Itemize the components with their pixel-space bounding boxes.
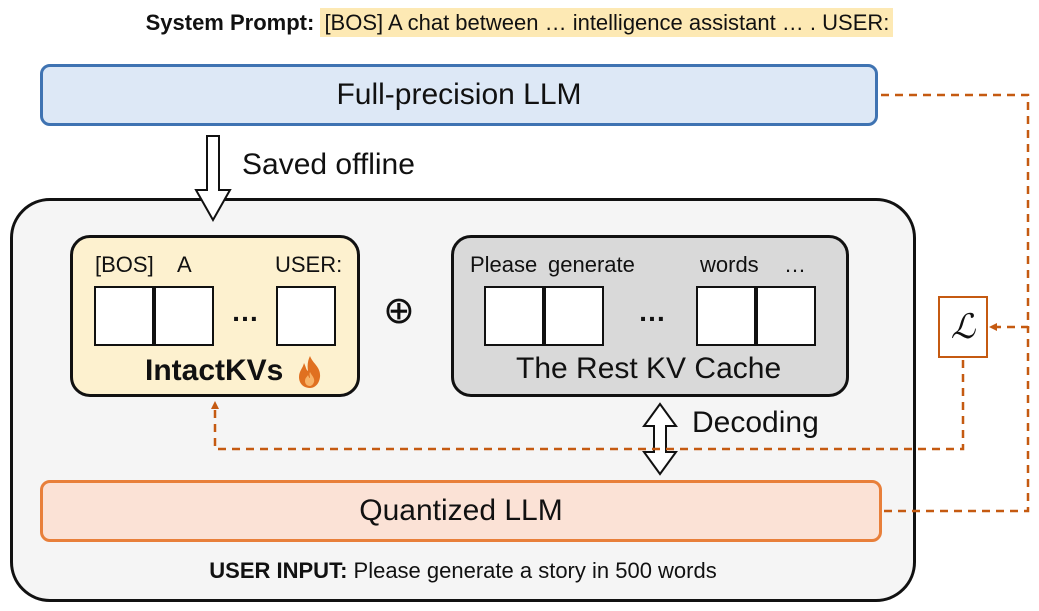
kv-cell	[756, 286, 816, 346]
rest-kv-cache-label: The Rest KV Cache	[516, 352, 782, 385]
kv-ellipsis: …	[231, 296, 259, 327]
fp-to-loss-path	[881, 93, 1030, 331]
full-precision-llm-box: Full-precision LLM	[40, 64, 878, 126]
user-input: USER INPUT: Please generate a story in 5…	[0, 558, 926, 584]
kv-cell	[154, 286, 214, 346]
loss-box: ℒ	[938, 296, 988, 358]
token-user: USER:	[275, 252, 343, 277]
kv-cell	[484, 286, 544, 346]
quantized-llm-box: Quantized LLM	[40, 480, 882, 542]
decoding-label: Decoding	[692, 406, 819, 439]
decoding-arrow	[642, 402, 678, 476]
rest-kv-cache-box: Please generate words … … The Rest KV Ca…	[451, 235, 849, 397]
kv-cell	[94, 286, 154, 346]
full-precision-llm-label: Full-precision LLM	[336, 78, 582, 111]
quantized-llm-label: Quantized LLM	[359, 494, 563, 527]
token-generate: generate	[548, 252, 635, 277]
token-please: Please	[470, 252, 538, 277]
system-prompt-label: System Prompt:	[145, 10, 315, 35]
saved-offline-label: Saved offline	[242, 148, 415, 181]
kv-cell	[544, 286, 604, 346]
saved-offline-arrow	[194, 135, 232, 223]
token-ellipsis: …	[784, 252, 806, 277]
intact-kvs-label: IntactKVs	[145, 354, 284, 387]
kv-cell	[696, 286, 756, 346]
user-input-label: USER INPUT:	[209, 558, 348, 583]
token-a: A	[177, 252, 192, 277]
kv-ellipsis: …	[638, 296, 666, 327]
system-prompt: System Prompt: [BOS] A chat between … in…	[0, 6, 1039, 40]
intact-kvs-box: [BOS] A USER: … IntactKVs	[70, 235, 360, 397]
system-prompt-text: [BOS] A chat between … intelligence assi…	[320, 8, 894, 37]
kv-cell	[276, 286, 336, 346]
fire-icon	[295, 354, 325, 395]
loss-to-intact-path	[211, 360, 965, 451]
loss-symbol: ℒ	[950, 307, 976, 347]
user-input-text: Please generate a story in 500 words	[353, 558, 717, 583]
concat-operator: ⊕	[383, 290, 415, 332]
token-words: words	[700, 252, 759, 277]
q-to-loss-path	[884, 327, 1030, 513]
token-bos: [BOS]	[95, 252, 154, 277]
